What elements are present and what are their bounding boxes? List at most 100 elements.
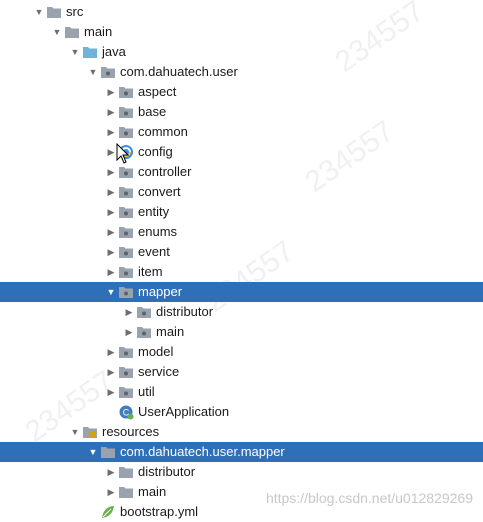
tree-node[interactable]: ▶ service — [0, 362, 483, 382]
tree-node[interactable]: ▼ resources — [0, 422, 483, 442]
expand-arrow-right-icon[interactable]: ▶ — [107, 187, 115, 197]
tree-node[interactable]: ▼ com.dahuatech.user — [0, 62, 483, 82]
tree-node[interactable]: ▼ mapper — [0, 282, 483, 302]
tree-node-label: com.dahuatech.user.mapper — [120, 444, 285, 459]
tree-node[interactable]: ▶ enums — [0, 222, 483, 242]
tree-node-label: service — [138, 364, 180, 379]
package-icon — [136, 304, 154, 320]
expand-arrow-down-icon[interactable]: ▼ — [70, 47, 80, 57]
folder-icon — [100, 444, 118, 460]
tree-node-label: config — [138, 144, 173, 159]
expand-arrow-right-icon[interactable]: ▶ — [107, 147, 115, 157]
tree-node-label: distributor — [156, 304, 214, 319]
yml-file-icon — [100, 504, 118, 520]
tree-node-label: enums — [138, 224, 178, 239]
expand-arrow-right-icon[interactable]: ▶ — [107, 227, 115, 237]
tree-node-label: base — [138, 104, 167, 119]
expand-arrow-down-icon[interactable]: ▼ — [52, 27, 62, 37]
expand-arrow-right-icon[interactable]: ▶ — [107, 207, 115, 217]
folder-icon — [118, 484, 136, 500]
expand-arrow-down-icon[interactable]: ▼ — [88, 447, 98, 457]
tree-node-label: java — [102, 44, 126, 59]
tree-node-label: main — [156, 324, 185, 339]
expand-arrow-down-icon[interactable]: ▼ — [106, 287, 116, 297]
package-icon — [118, 384, 136, 400]
tree-node[interactable]: ▶bootstrap.yml — [0, 502, 483, 522]
source-folder-icon — [82, 44, 100, 60]
package-icon — [118, 84, 136, 100]
tree-node-label: controller — [138, 164, 192, 179]
package-icon — [118, 284, 136, 300]
tree-node-label: resources — [102, 424, 160, 439]
tree-node[interactable]: ▶entity — [0, 202, 483, 222]
tree-node[interactable]: ▼ java — [0, 42, 483, 62]
tree-node[interactable]: ▶ distributor — [0, 302, 483, 322]
tree-node-label: distributor — [138, 464, 196, 479]
folder-icon — [46, 4, 64, 20]
expand-arrow-right-icon[interactable]: ▶ — [107, 367, 115, 377]
package-icon — [118, 204, 136, 220]
tree-node-label: com.dahuatech.user — [120, 64, 238, 79]
expand-arrow-right-icon[interactable]: ▶ — [125, 307, 133, 317]
expand-arrow-right-icon[interactable]: ▶ — [107, 467, 115, 477]
expand-arrow-right-icon[interactable]: ▶ — [107, 167, 115, 177]
tree-node[interactable]: ▶ util — [0, 382, 483, 402]
package-icon — [118, 124, 136, 140]
expand-arrow-down-icon[interactable]: ▼ — [70, 427, 80, 437]
tree-node[interactable]: ▶ common — [0, 122, 483, 142]
package-icon — [118, 104, 136, 120]
tree-node-label: UserApplication — [138, 404, 230, 419]
tree-node[interactable]: ▶ main — [0, 482, 483, 502]
spring-class-icon: C — [118, 404, 136, 420]
folder-icon — [118, 464, 136, 480]
tree-node[interactable]: ▼src — [0, 2, 483, 22]
tree-node[interactable]: ▶ item — [0, 262, 483, 282]
expand-arrow-down-icon[interactable]: ▼ — [34, 7, 44, 17]
tree-node-label: convert — [138, 184, 181, 199]
package-icon — [118, 344, 136, 360]
tree-node-label: model — [138, 344, 174, 359]
tree-node[interactable]: ▶ distributor — [0, 462, 483, 482]
package-icon — [100, 64, 118, 80]
tree-node[interactable]: ▶ main — [0, 322, 483, 342]
tree-node[interactable]: ▼ com.dahuatech.user.mapper — [0, 442, 483, 462]
expand-arrow-right-icon[interactable]: ▶ — [107, 87, 115, 97]
tree-node[interactable]: ▼ main — [0, 22, 483, 42]
tree-node-label: util — [138, 384, 155, 399]
tree-node-label: bootstrap.yml — [120, 504, 199, 519]
tree-node-label: aspect — [138, 84, 177, 99]
tree-node-label: event — [138, 244, 170, 259]
expand-arrow-right-icon[interactable]: ▶ — [107, 387, 115, 397]
tree-node[interactable]: ▶ base — [0, 102, 483, 122]
mouse-cursor-icon — [116, 143, 130, 164]
tree-node-label: main — [84, 24, 113, 39]
tree-node-label: main — [138, 484, 167, 499]
tree-node-label: mapper — [138, 284, 183, 299]
tree-node[interactable]: ▶ model — [0, 342, 483, 362]
expand-arrow-right-icon[interactable]: ▶ — [107, 487, 115, 497]
tree-node-label: item — [138, 264, 163, 279]
package-icon — [118, 264, 136, 280]
package-icon — [118, 164, 136, 180]
expand-arrow-right-icon[interactable]: ▶ — [107, 107, 115, 117]
tree-node-label: common — [138, 124, 188, 139]
expand-arrow-right-icon[interactable]: ▶ — [107, 267, 115, 277]
expand-arrow-right-icon[interactable]: ▶ — [107, 247, 115, 257]
package-icon — [118, 184, 136, 200]
folder-icon — [64, 24, 82, 40]
tree-node[interactable]: ▶ event — [0, 242, 483, 262]
tree-node[interactable]: ▶ controller — [0, 162, 483, 182]
expand-arrow-right-icon[interactable]: ▶ — [125, 327, 133, 337]
tree-node[interactable]: ▶ config — [0, 142, 483, 162]
package-icon — [118, 224, 136, 240]
package-icon — [136, 324, 154, 340]
package-icon — [118, 244, 136, 260]
package-icon — [118, 364, 136, 380]
expand-arrow-down-icon[interactable]: ▼ — [88, 67, 98, 77]
tree-node[interactable]: ▶ aspect — [0, 82, 483, 102]
expand-arrow-right-icon[interactable]: ▶ — [107, 347, 115, 357]
tree-node[interactable]: ▶ convert — [0, 182, 483, 202]
expand-arrow-right-icon[interactable]: ▶ — [107, 127, 115, 137]
